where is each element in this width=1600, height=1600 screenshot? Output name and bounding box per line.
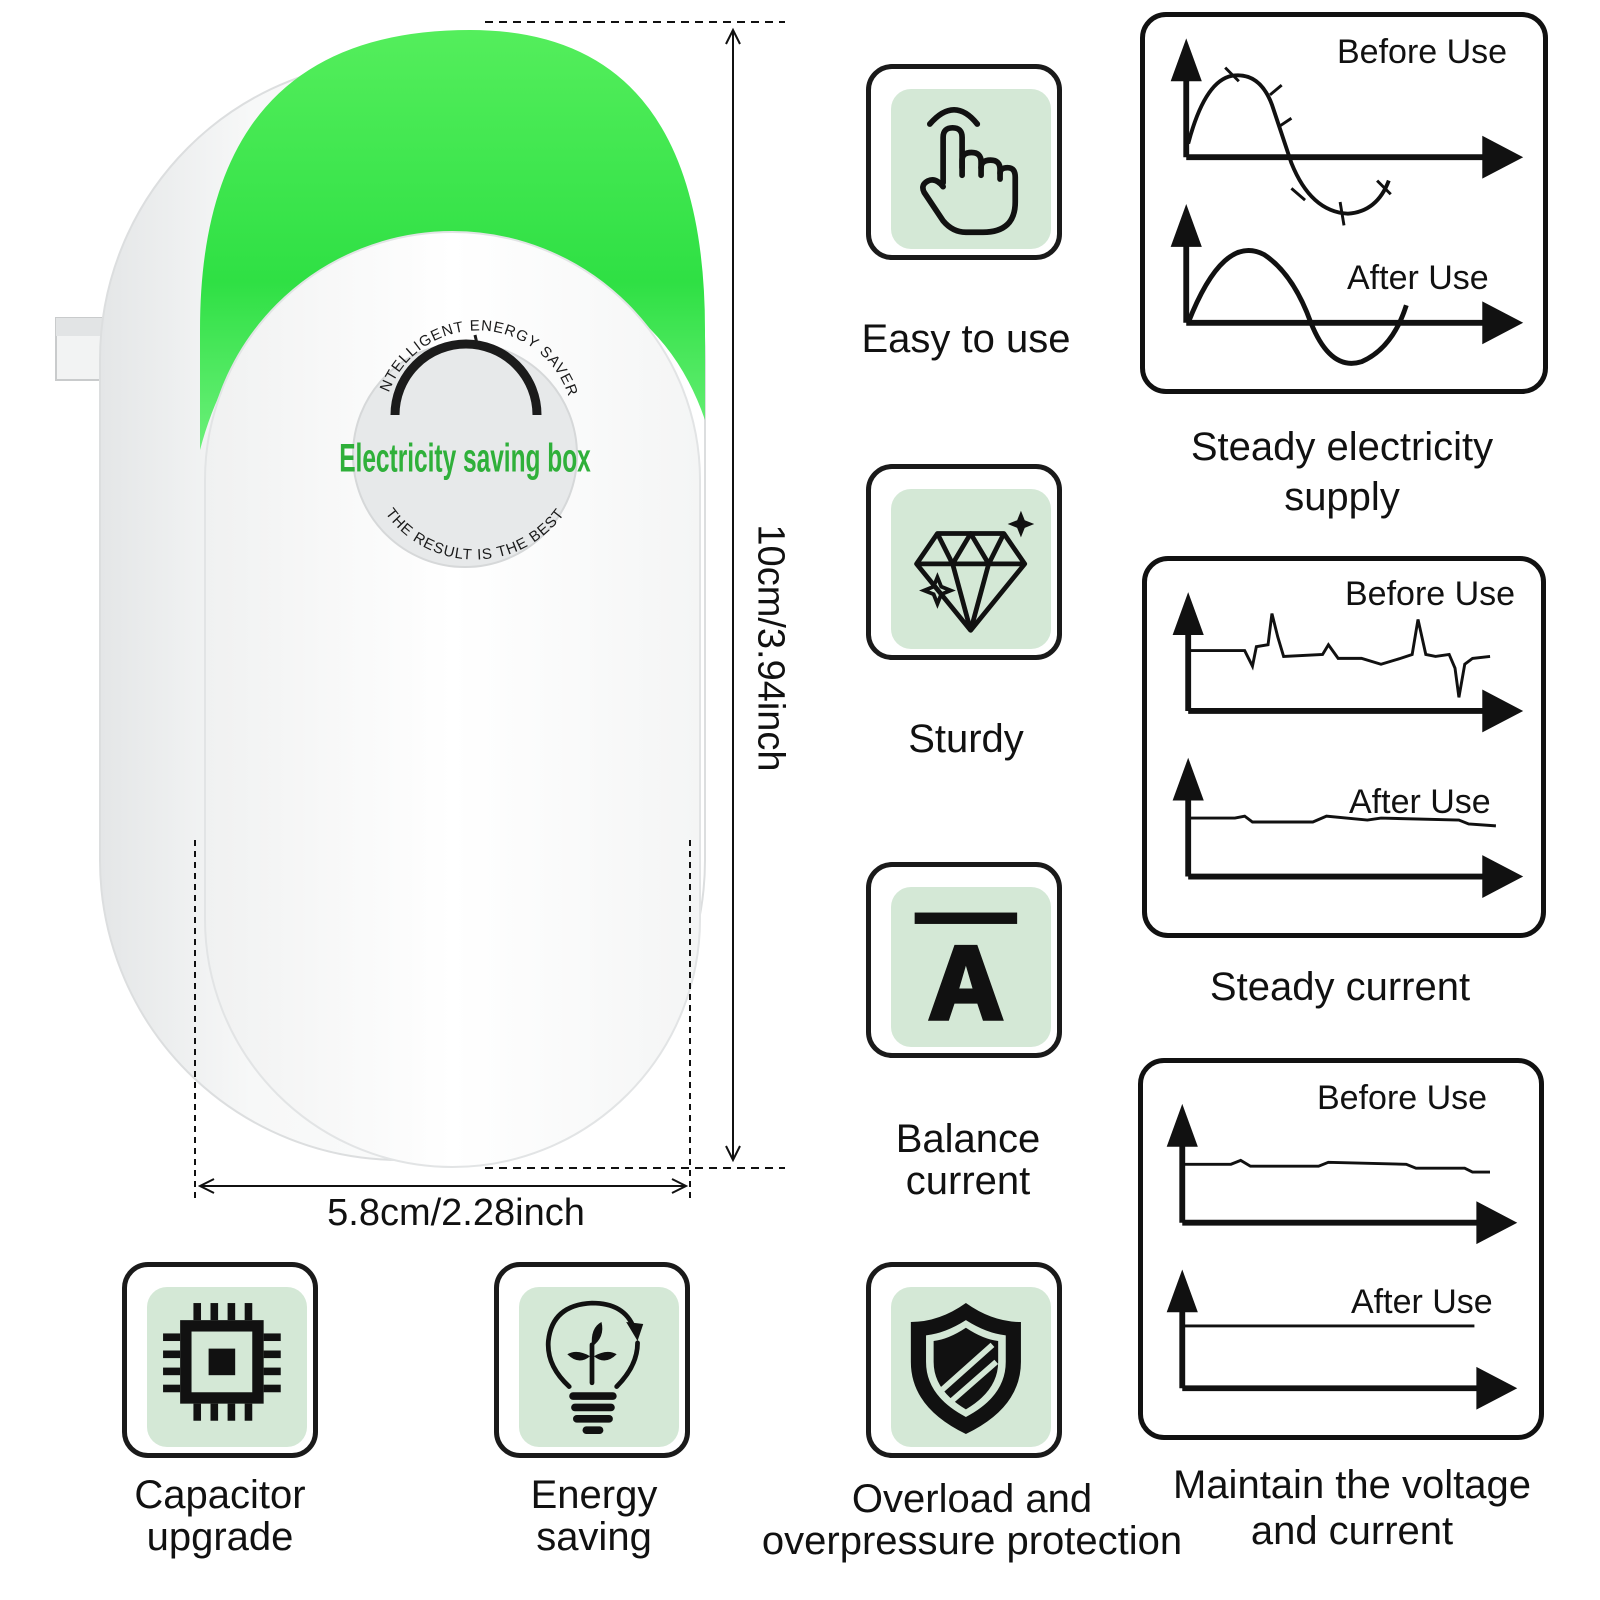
energy-saver-device: INTELLIGENT ENERGY SAVER Electricity sav…: [0, 0, 785, 1198]
feature-card-balance-current: [866, 862, 1062, 1058]
comparison-panel-maintain-voltage: Before Use After Use: [1138, 1058, 1544, 1440]
comparison-caption-steady-electricity: Steady electricity supply: [1190, 425, 1494, 519]
before-use-label: Before Use: [1345, 575, 1516, 613]
feature-label-easy-to-use: Easy to use: [861, 317, 1071, 361]
after-use-label: After Use: [1347, 259, 1489, 297]
comparison-panel-steady-current: Before Use After Use: [1142, 556, 1546, 938]
comparison-panel-steady-electricity: Before Use After Use: [1140, 12, 1548, 394]
hand-pointer-icon: [920, 107, 1019, 236]
height-dimension: [485, 21, 785, 1169]
before-use-label: Before Use: [1317, 1079, 1488, 1117]
feature-card-energy-saving: [494, 1262, 690, 1458]
ammeter-icon: [914, 912, 1018, 1021]
comparison-caption-steady-current: Steady current: [1209, 965, 1471, 1009]
feature-label-sturdy: Sturdy: [908, 717, 1024, 761]
width-dimension: [194, 840, 691, 1198]
comparison-caption-maintain-voltage: Maintain the voltage and current: [1172, 1463, 1532, 1553]
width-label: 5.8cm/2.28inch: [327, 1192, 585, 1234]
feature-label-balance-current: Balance current: [895, 1117, 1041, 1203]
shield-icon: [910, 1303, 1021, 1435]
waveform-before-after-2: [1172, 592, 1524, 898]
feature-label-capacitor-upgrade: Capacitor upgrade: [134, 1473, 306, 1559]
after-use-label: After Use: [1351, 1283, 1493, 1321]
height-label: 10cm/3.94inch: [749, 524, 792, 772]
after-use-label: After Use: [1349, 783, 1491, 821]
feature-label-overload-protection: Overload and overpressure protection: [761, 1477, 1183, 1563]
chip-icon: [163, 1303, 281, 1421]
feature-card-sturdy: [866, 464, 1062, 660]
waveform-before-after-3: [1166, 1103, 1518, 1410]
eco-bulb-icon: [545, 1300, 644, 1435]
badge-main-text: Electricity saving box: [339, 436, 591, 481]
feature-card-overload-protection: [866, 1262, 1062, 1458]
before-use-label: Before Use: [1337, 33, 1508, 71]
diamond-icon: [914, 510, 1035, 633]
feature-card-capacitor-upgrade: [122, 1262, 318, 1458]
waveform-before-after-1: [1170, 38, 1524, 366]
feature-card-easy-to-use: [866, 64, 1062, 260]
feature-label-energy-saving: Energy saving: [530, 1473, 658, 1559]
